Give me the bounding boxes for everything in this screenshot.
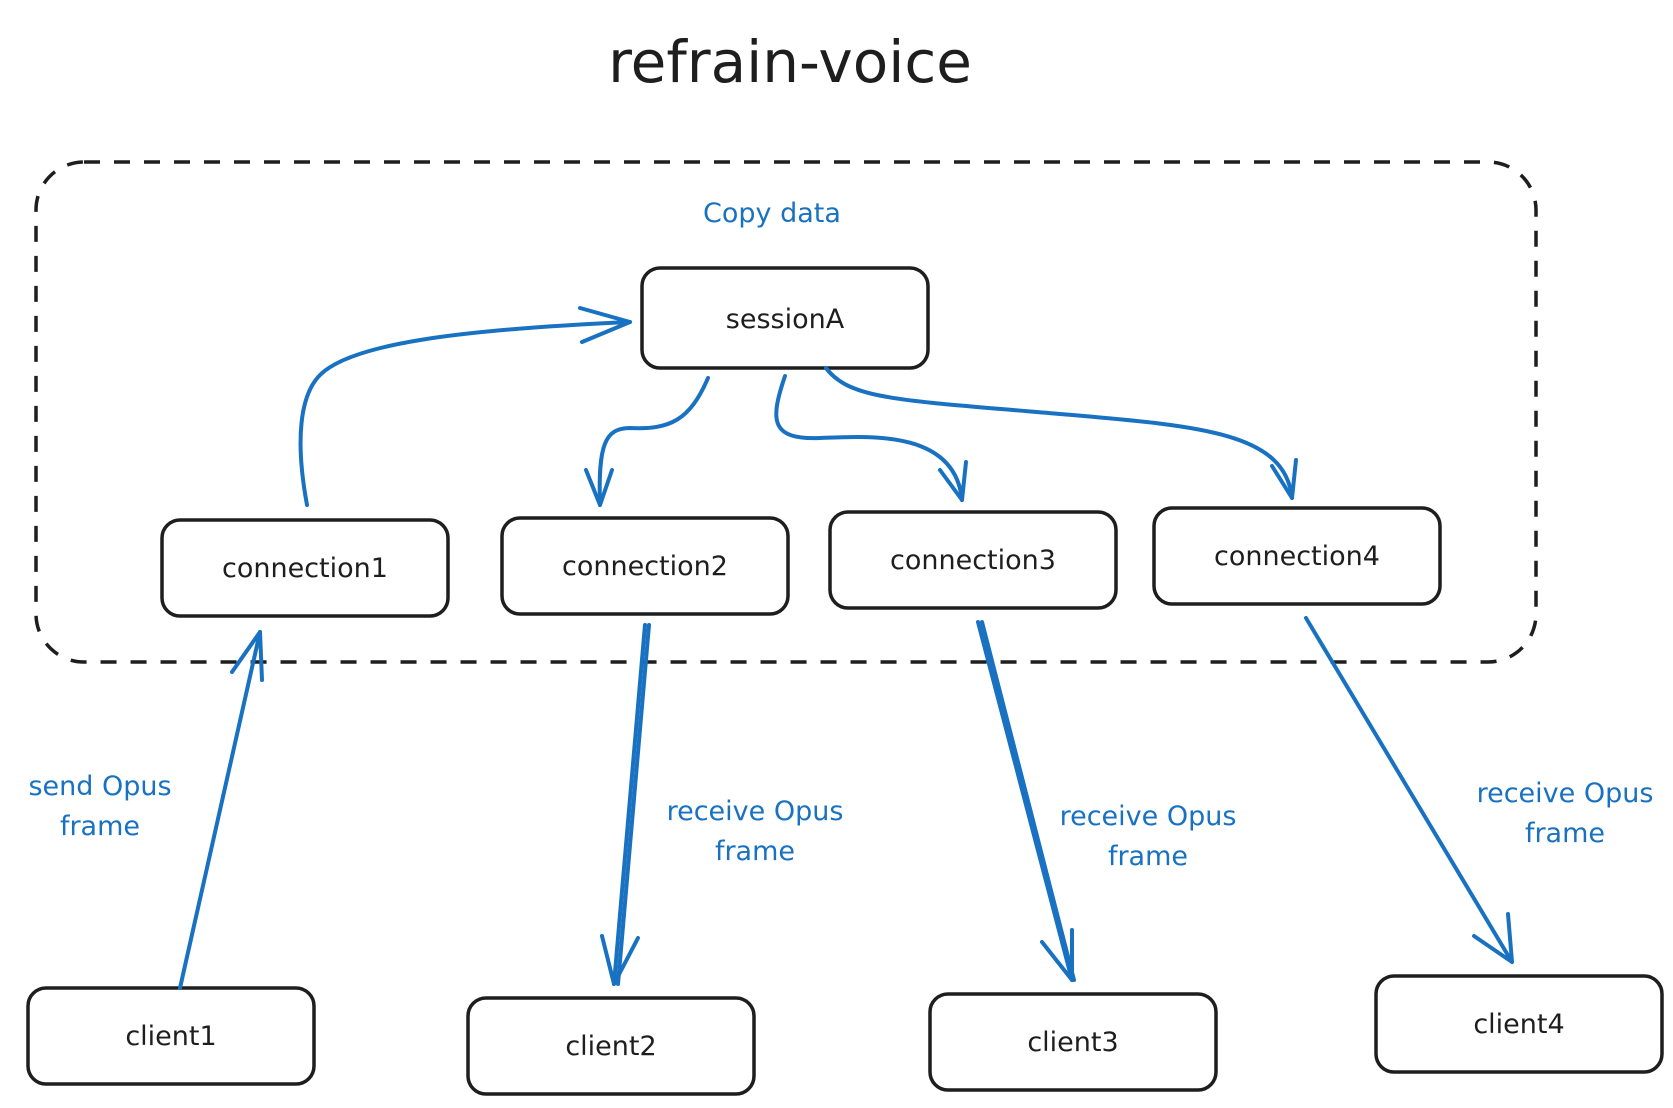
arrow-session-to-connection3: [774, 374, 964, 502]
connection-box: [1152, 506, 1442, 606]
client-box: [26, 986, 316, 1086]
connection-box: [500, 516, 790, 616]
diagram-title: refrain-voice: [608, 28, 972, 96]
connection-node-4[interactable]: connection4: [1152, 506, 1442, 606]
arrowhead-icon: [1270, 458, 1298, 500]
arrow-connection3-to-client3: [976, 620, 1074, 982]
client-node-4[interactable]: client4: [1374, 974, 1664, 1074]
edge-label-line: frame: [1525, 818, 1605, 849]
connection-label: connection2: [562, 551, 728, 582]
edge-label-line: frame: [60, 811, 140, 842]
session-box: [640, 266, 930, 370]
connection-node-2[interactable]: connection2: [500, 516, 790, 616]
edge-label-send: send Opus frame: [28, 771, 171, 842]
edge-label-receive-2: receive Opus frame: [667, 796, 844, 867]
edge-label-line: send Opus: [28, 771, 171, 802]
edge-label-receive-4: receive Opus frame: [1477, 778, 1654, 849]
session-node[interactable]: sessionA: [640, 266, 930, 370]
client-label: client2: [565, 1031, 656, 1062]
client-node-1[interactable]: client1: [26, 986, 316, 1086]
arrow-session-to-connection2: [597, 376, 710, 507]
group-label: Copy data: [703, 198, 841, 229]
client-node-3[interactable]: client3: [928, 992, 1218, 1092]
session-label: sessionA: [726, 304, 845, 335]
client-box: [1374, 974, 1664, 1074]
arrow-connection1-to-session: [298, 320, 632, 507]
arrowhead-icon: [938, 460, 968, 502]
connection-node-1[interactable]: connection1: [160, 518, 450, 618]
arrowhead-icon: [230, 630, 264, 682]
edge-label-line: receive Opus: [1477, 778, 1654, 809]
client-node-2[interactable]: client2: [466, 996, 756, 1096]
connection-box: [828, 510, 1118, 610]
edge-label-line: receive Opus: [1060, 801, 1237, 832]
client-label: client4: [1473, 1009, 1564, 1040]
connection-box: [160, 518, 450, 618]
client-label: client1: [125, 1021, 216, 1052]
arrow-connection3-to-client3-stroke: [980, 620, 1076, 982]
arrowhead-icon: [600, 934, 640, 986]
connection-label: connection3: [890, 545, 1056, 576]
arrowhead-icon: [584, 468, 614, 507]
arrow-session-to-connection4: [824, 366, 1294, 500]
arrowhead-icon: [578, 306, 632, 344]
edge-label-line: frame: [715, 836, 795, 867]
edge-label-receive-3: receive Opus frame: [1060, 801, 1237, 872]
arrow-client1-to-connection1: [178, 630, 262, 990]
arrow-connection4-to-client4: [1304, 616, 1514, 964]
session-group-boundary: [34, 160, 1538, 664]
arrowhead-icon: [1040, 928, 1074, 982]
arrowhead-icon: [1472, 912, 1514, 964]
arrow-connection2-to-client2-stroke: [616, 623, 651, 986]
client-box: [466, 996, 756, 1096]
arrow-connection2-to-client2: [612, 623, 647, 986]
client-label: client3: [1027, 1027, 1118, 1058]
client-box: [928, 992, 1218, 1092]
connection-node-3[interactable]: connection3: [828, 510, 1118, 610]
edge-label-line: frame: [1108, 841, 1188, 872]
connection-label: connection4: [1214, 541, 1380, 572]
edge-label-line: receive Opus: [667, 796, 844, 827]
connection-label: connection1: [222, 553, 388, 584]
